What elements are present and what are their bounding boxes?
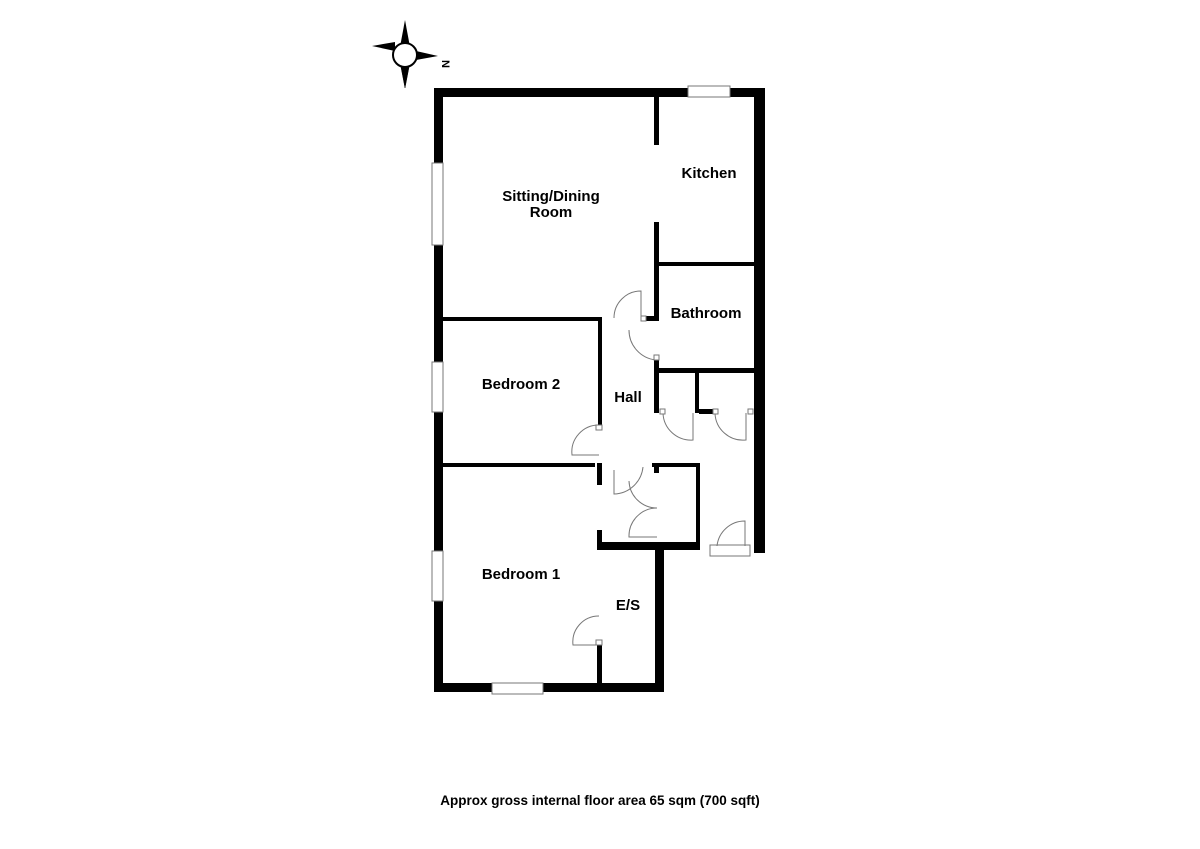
room-label-sitting-dining: Sitting/Dining xyxy=(502,188,599,205)
north-label: N xyxy=(439,60,451,68)
windows xyxy=(431,85,751,695)
room-label-ensuite: E/S xyxy=(616,597,640,614)
doors xyxy=(571,290,754,646)
compass-rose-icon: N xyxy=(372,20,451,89)
room-label-hall: Hall xyxy=(614,389,642,406)
room-label-sitting-dining-line2: Room xyxy=(530,204,573,221)
room-label-bedroom-1: Bedroom 1 xyxy=(482,566,560,583)
room-label-kitchen: Kitchen xyxy=(681,165,736,182)
room-label-bedroom-2: Bedroom 2 xyxy=(482,376,560,393)
room-label-bathroom: Bathroom xyxy=(671,305,742,322)
floor-area-caption: Approx gross internal floor area 65 sqm … xyxy=(440,793,760,808)
